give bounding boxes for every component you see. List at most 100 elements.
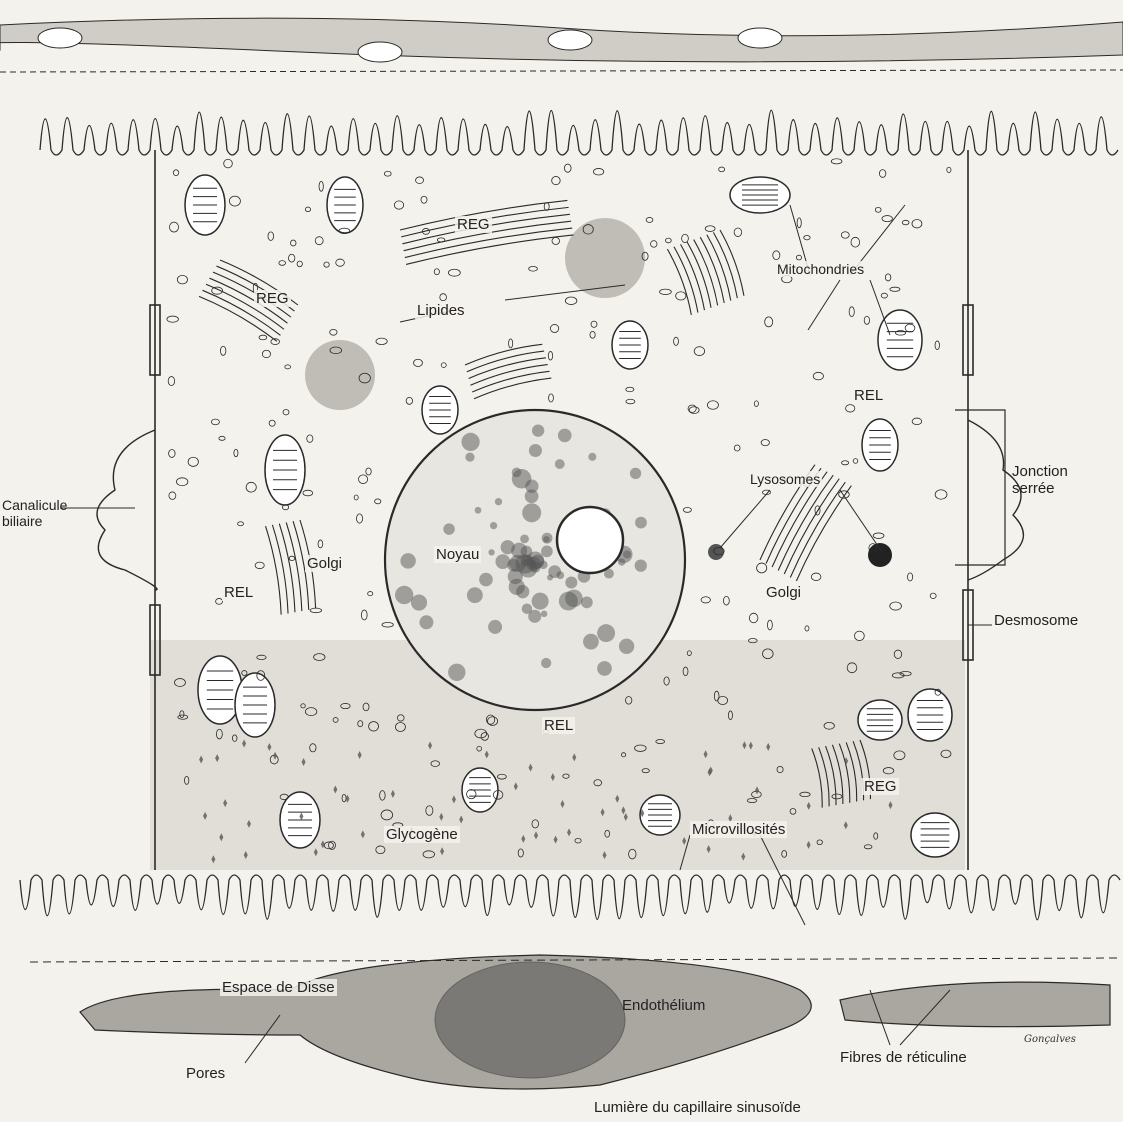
chromatin-dot <box>541 546 553 558</box>
chromatin-dot <box>467 587 483 603</box>
ser-vesicle <box>842 461 849 465</box>
ser-vesicle <box>406 397 412 404</box>
ser-vesicle <box>890 287 900 291</box>
label-pores: Pores <box>186 1065 225 1082</box>
label-golgi-left: Golgi <box>305 555 344 572</box>
chromatin-dot <box>529 444 542 457</box>
ser-vesicle <box>176 478 187 486</box>
ser-vesicle <box>394 201 403 209</box>
ser-vesicle <box>169 492 176 499</box>
ser-vesicle <box>437 238 445 242</box>
endothelial-nucleus <box>435 962 625 1078</box>
chromatin-dot <box>532 424 544 436</box>
chromatin-dot <box>541 611 547 617</box>
cisterna <box>776 474 834 571</box>
chromatin-dot <box>565 576 577 588</box>
cisterna <box>788 481 846 578</box>
chromatin-dot <box>465 452 474 461</box>
chromatin-dot <box>461 433 479 451</box>
ser-vesicle <box>564 164 571 172</box>
ser-vesicle <box>330 329 337 335</box>
label-jonction-line2: serrée <box>1012 480 1092 497</box>
ser-vesicle <box>509 339 513 348</box>
label-rel-bottom: REL <box>542 717 575 734</box>
cisterna <box>794 484 852 581</box>
ser-vesicle <box>548 351 552 360</box>
ser-vesicle <box>935 341 939 350</box>
ser-vesicle <box>590 331 595 338</box>
chromatin-dot <box>581 596 593 608</box>
ser-vesicle <box>796 255 801 260</box>
chromatin-dot <box>635 559 647 571</box>
ser-vesicle <box>382 622 393 627</box>
label-lysosomes: Lysosomes <box>748 471 822 487</box>
cisterna <box>782 477 840 574</box>
mitochondrion-7 <box>862 419 898 471</box>
chromatin-dot <box>495 498 502 505</box>
chromatin-dot <box>597 661 612 676</box>
label-fibres-reticuline: Fibres de réticuline <box>840 1049 967 1066</box>
label-rel-right: REL <box>852 387 885 404</box>
ser-vesicle <box>357 514 363 523</box>
mitochondrion-1 <box>327 177 363 233</box>
ser-vesicle <box>813 372 823 380</box>
chromatin-dot <box>395 586 413 604</box>
ser-vesicle <box>173 170 178 176</box>
top-mitochondrion-2 <box>548 30 592 50</box>
ser-vesicle <box>421 196 427 203</box>
label-lumiere-capillaire: Lumière du capillaire sinusoïde <box>594 1099 801 1116</box>
ser-vesicle <box>761 440 769 446</box>
ser-vesicle <box>694 347 704 356</box>
ser-vesicle <box>319 181 323 191</box>
chromatin-dot <box>522 503 541 522</box>
chromatin-dot <box>400 553 415 568</box>
ser-vesicle <box>259 335 267 340</box>
mitochondrion-2 <box>730 177 790 213</box>
cisterna <box>720 229 747 296</box>
bottom-microvilli <box>20 875 1120 920</box>
ser-vesicle <box>881 293 887 298</box>
label-endothelium: Endothélium <box>622 997 705 1014</box>
ser-vesicle <box>811 573 821 581</box>
chromatin-dot <box>475 507 482 514</box>
top-microvilli <box>40 110 1118 155</box>
chromatin-dot <box>488 549 494 555</box>
ser-vesicle <box>529 266 538 271</box>
mitochondrion-14 <box>280 792 320 848</box>
ser-vesicle <box>851 237 860 247</box>
label-microvillosites: Microvillosités <box>690 821 787 838</box>
chromatin-dot <box>501 540 515 554</box>
leader-line-7 <box>720 490 770 548</box>
ser-vesicle <box>288 254 294 262</box>
chromatin-dot <box>443 523 454 534</box>
label-reg-left: REG <box>254 290 291 307</box>
ser-vesicle <box>279 261 286 266</box>
ser-vesicle <box>734 445 740 451</box>
mitochondrion-0 <box>185 175 225 235</box>
label-reg-top: REG <box>455 216 492 233</box>
ser-vesicle <box>912 418 922 425</box>
ser-vesicle <box>368 592 373 596</box>
ser-vesicle <box>375 499 381 504</box>
ser-vesicle <box>890 602 902 610</box>
cisterna <box>279 523 298 612</box>
label-espace-disse: Espace de Disse <box>220 979 337 996</box>
ser-vesicle <box>666 238 672 243</box>
ser-vesicle <box>283 409 289 414</box>
ser-vesicle <box>864 316 869 324</box>
chromatin-dot <box>516 585 529 598</box>
label-golgi-right: Golgi <box>764 584 803 601</box>
ser-vesicle <box>734 228 742 237</box>
tight-junction-bracket <box>955 410 1005 565</box>
ser-vesicle <box>552 176 561 184</box>
label-glycogene: Glycogène <box>384 826 460 843</box>
chromatin-dot <box>520 534 529 543</box>
label-canalicule-line1: Canalicule <box>2 497 82 513</box>
label-lipides: Lipides <box>415 302 467 319</box>
ser-vesicle <box>947 167 951 172</box>
ser-vesicle <box>646 217 653 222</box>
label-reg-bottom: REG <box>862 778 899 795</box>
ser-vesicle <box>682 234 689 242</box>
ser-vesicle <box>544 203 549 211</box>
ser-vesicle <box>310 608 322 613</box>
